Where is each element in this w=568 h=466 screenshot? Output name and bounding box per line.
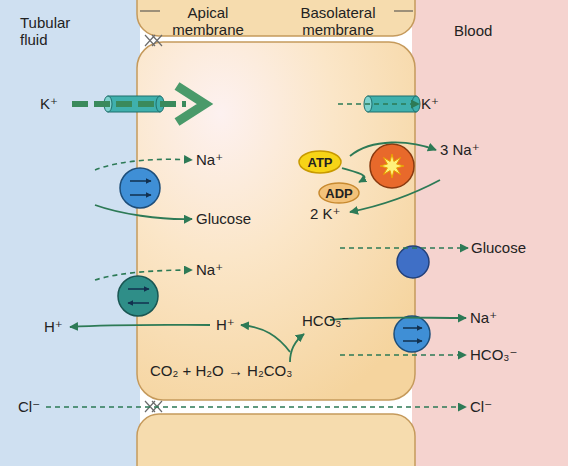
solute-label: Glucose [196, 210, 251, 227]
blood-region: Blood [412, 0, 568, 466]
ion-label: Cl⁻ [18, 398, 40, 415]
channel-body [368, 96, 416, 112]
energy-burst [380, 154, 404, 178]
molecule-label: ADP [325, 186, 352, 201]
adp-molecule: ADP [318, 182, 360, 204]
ion-label: Na⁺ [196, 261, 223, 278]
ion-label: 3 Na⁺ [440, 141, 480, 158]
reaction-equation: CO₂ + H₂O → H₂CO₃ [150, 362, 292, 379]
membrane-leader [140, 11, 160, 12]
reaction-arrow [342, 168, 365, 182]
ion-label: H⁺ [216, 316, 235, 333]
tubule-cell [137, 42, 415, 400]
ion-label: K⁺ [40, 95, 58, 112]
region-heading: Tubular fluid [20, 14, 100, 48]
ion-label: K⁺ [421, 95, 439, 112]
membrane-leader [394, 11, 413, 12]
ion-label: 2 K⁺ [310, 205, 340, 222]
ion-label: Na⁺ [470, 309, 497, 326]
ion-label: HCO₃⁻ [470, 346, 517, 363]
ion-label: H⁺ [44, 318, 63, 335]
molecule-label: ATP [307, 155, 332, 170]
diffusion-arrow [338, 103, 419, 105]
molecule-shape [319, 183, 359, 203]
tight-junction [145, 401, 162, 412]
ion-label: HCO₃⁻ [302, 312, 349, 329]
tight-junction [145, 35, 162, 46]
highlight-arrowhead [177, 86, 205, 122]
ion-label: Na⁺ [196, 151, 223, 168]
ion-label: Cl⁻ [470, 398, 492, 415]
channel-cap [156, 96, 164, 112]
region-heading: Blood [454, 22, 554, 39]
channel-cap [364, 96, 372, 112]
neighbor-cell [137, 414, 415, 466]
sodium-potassium-pump [370, 144, 414, 188]
atp-molecule: ATP [298, 150, 342, 174]
molecule-shape [299, 151, 341, 173]
membrane-label: Apical membrane [158, 4, 258, 38]
reaction-arrow [241, 325, 290, 352]
reaction-arrow [290, 334, 304, 362]
membrane-label: Basolateral membrane [284, 4, 392, 38]
fluid-region: Tubular fluid [0, 0, 140, 466]
solute-label: Glucose [471, 239, 526, 256]
